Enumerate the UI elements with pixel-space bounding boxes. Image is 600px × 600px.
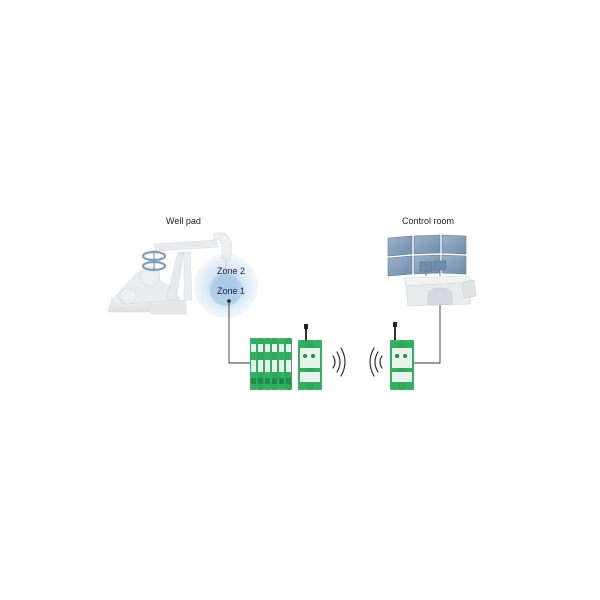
zone-1-core bbox=[210, 274, 242, 306]
control-room-icon bbox=[387, 234, 477, 307]
barrier-module bbox=[264, 338, 271, 390]
barrier-module bbox=[285, 338, 292, 390]
barrier-module bbox=[271, 338, 278, 390]
wireless-signal-icon bbox=[332, 347, 346, 377]
wireless-receiver-module bbox=[390, 322, 414, 390]
barrier-module bbox=[257, 338, 264, 390]
wireless-transmitter-module bbox=[298, 324, 322, 390]
zone-1-label: Zone 1 bbox=[217, 286, 246, 296]
barrier-module bbox=[278, 338, 285, 390]
control-room-label: Control room bbox=[402, 216, 455, 226]
well-pad-label: Well pad bbox=[166, 216, 201, 226]
wireless-signal-icon bbox=[369, 347, 383, 377]
zone-2-label: Zone 2 bbox=[217, 266, 246, 276]
pumpjack-icon bbox=[107, 232, 233, 315]
barrier-module bbox=[250, 338, 257, 390]
barrier-module-group bbox=[250, 338, 292, 390]
wire-receiver-to-control-room bbox=[414, 287, 441, 364]
wire-zone-to-barrier bbox=[228, 301, 250, 364]
